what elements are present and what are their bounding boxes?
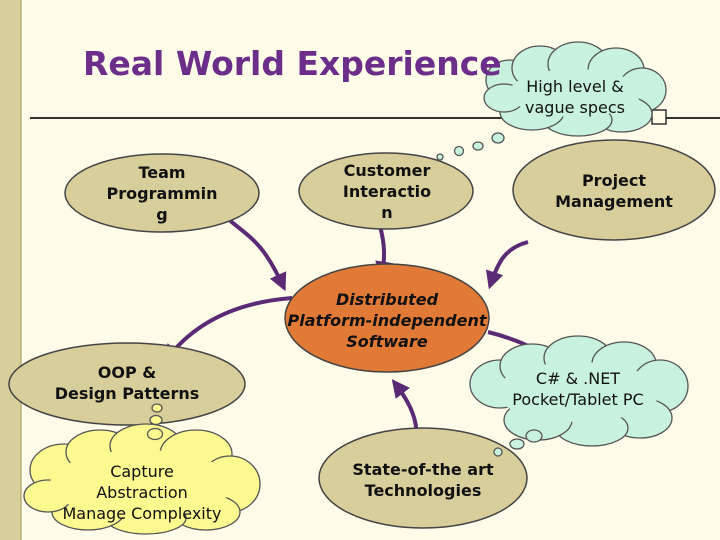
label-project-management: Project Management — [534, 168, 694, 214]
cloud-capture-text: Capture Abstraction Manage Complexity — [52, 459, 232, 525]
label-line: Management — [555, 192, 673, 211]
cloud-capture — [23, 423, 261, 535]
label-line: OOP & — [97, 363, 157, 382]
arrow-team-to-center — [220, 212, 287, 292]
thought-bubbles-capture — [146, 403, 164, 441]
label-line: Interactio — [342, 181, 432, 201]
label-line: Team — [138, 162, 186, 182]
label-oop-design-patterns: OOP & Design Patterns — [40, 360, 214, 406]
underline-square — [651, 109, 667, 125]
label-line: Platform-independent — [287, 310, 487, 330]
node-customer-interaction — [298, 152, 474, 230]
label-line: Programmin — [106, 183, 218, 203]
thought-bubbles-specs — [436, 132, 505, 161]
label-line: Customer — [343, 160, 431, 180]
label-line: Design Patterns — [54, 384, 200, 403]
label-line: g — [156, 204, 168, 224]
label-line: C# & .NET — [535, 369, 621, 388]
cloud-dotnet — [469, 335, 689, 447]
label-line: Pocket/Tablet PC — [512, 390, 644, 409]
label-line: State-of-the art — [352, 460, 494, 479]
label-line: Project — [581, 171, 647, 190]
label-line: Abstraction — [96, 482, 188, 502]
label-line: Manage Complexity — [62, 503, 222, 523]
label-line: Distributed — [335, 289, 439, 309]
node-project-management — [512, 139, 716, 241]
arrow-project-to-center — [486, 240, 529, 290]
label-center-software: Distributed Platform-independent Softwar… — [286, 287, 488, 353]
thought-bubbles-dotnet — [493, 429, 543, 457]
label-line: vague specs — [525, 98, 625, 117]
node-center-software — [284, 263, 490, 373]
side-bar — [0, 0, 21, 540]
label-state-of-the-art: State-of-the art Technologies — [340, 457, 506, 503]
label-line: Capture — [110, 461, 174, 481]
label-team-programming: Team Programmin g — [95, 160, 229, 226]
label-line: High level & — [526, 77, 624, 96]
label-line: n — [381, 202, 393, 222]
label-line: Software — [346, 331, 428, 351]
node-team-programming — [64, 153, 260, 233]
node-oop-design-patterns — [8, 342, 246, 426]
label-line: Technologies — [364, 481, 482, 500]
cloud-specs-text: High level & vague specs — [510, 74, 640, 120]
cloud-specs — [483, 41, 667, 137]
page-title: Real World Experience — [83, 44, 502, 83]
label-customer-interaction: Customer Interactio n — [330, 158, 444, 224]
node-state-of-the-art — [318, 427, 528, 529]
cloud-dotnet-text: C# & .NET Pocket/Tablet PC — [500, 366, 656, 412]
